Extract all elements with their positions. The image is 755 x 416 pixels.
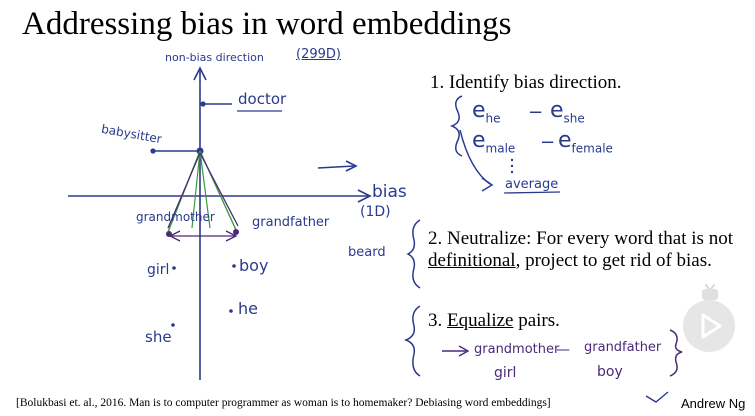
step-1-text: 1. Identify bias direction. [430, 72, 622, 93]
author-name: Andrew Ng [681, 396, 746, 411]
grandmother-point [166, 231, 172, 237]
pair-grandfather: grandfather [584, 340, 662, 355]
equalize-line-left [167, 152, 201, 229]
doctor-point [200, 101, 206, 107]
play-icon [701, 313, 722, 339]
play-button[interactable] [683, 300, 735, 352]
e-female: efemale [558, 128, 613, 156]
e-he: ehe [472, 98, 501, 126]
average-arrowhead [481, 177, 494, 192]
grandfather-point [233, 229, 239, 235]
bias-dim-label: (1D) [360, 204, 391, 220]
ellipsis-dot-3 [510, 170, 514, 174]
babysitter-point [150, 148, 156, 154]
bias-direction-arrowhead [345, 160, 358, 172]
minus-1: − [528, 102, 544, 123]
vertical-axis-arrow [193, 66, 207, 81]
pair-grandmother: grandmother [474, 342, 560, 357]
minus-2: − [540, 132, 556, 153]
he-label: he [238, 299, 258, 318]
pair-girl: girl [494, 365, 517, 381]
step3-brace [403, 305, 421, 377]
dims-label: (299D) [296, 47, 341, 62]
ellipsis-dot-1 [510, 158, 514, 162]
horizontal-axis-arrow [357, 189, 372, 203]
doctor-label: doctor [238, 90, 287, 108]
step1-brace [449, 95, 463, 157]
step-2-text: 2. Neutralize: For every word that is no… [428, 228, 733, 271]
average-underline [503, 191, 561, 194]
corner-arrow [645, 391, 669, 403]
grandfather-label: grandfather [252, 215, 330, 230]
boy-label: boy [239, 256, 269, 275]
ellipsis-dot-2 [510, 164, 514, 168]
bias-direction-arrow [317, 165, 355, 169]
equalize-arrow-right [225, 230, 238, 242]
definitional-word: definitional [428, 250, 516, 271]
citation: [Bolukbasi et. al., 2016. Man is to comp… [16, 397, 551, 409]
center-projection-2 [199, 150, 211, 229]
center-projection [191, 150, 201, 229]
step-3-text: 3. Equalize pairs. [428, 310, 560, 331]
tv-icon [702, 284, 718, 300]
girl-label: girl [147, 262, 170, 278]
pairs-closing-brace [669, 329, 683, 377]
boy-point [232, 264, 236, 268]
e-she: eshe [550, 98, 585, 126]
she-point [171, 323, 175, 327]
step2-brace [406, 219, 421, 289]
she-label: she [145, 328, 172, 346]
bias-label: bias [372, 182, 407, 202]
equalize-word: Equalize [447, 310, 514, 331]
girl-point [172, 266, 176, 270]
slide-title: Addressing bias in word embeddings [22, 6, 512, 42]
e-male: emale [472, 128, 516, 156]
beard-label: beard [348, 245, 386, 260]
pair-dash: — [556, 342, 570, 358]
non-bias-direction-label: non-bias direction [165, 51, 264, 64]
average-label: average [505, 177, 559, 192]
equalize-line-right [199, 152, 239, 227]
grandmother-label: grandmother [136, 210, 215, 224]
he-point [229, 309, 233, 313]
pairs-arrowhead [458, 345, 470, 357]
pair-boy: boy [597, 364, 623, 380]
